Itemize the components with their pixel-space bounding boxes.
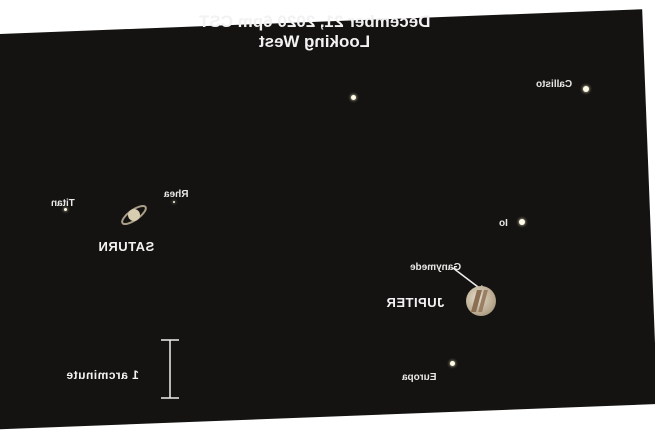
title-direction: Looking West: [259, 32, 371, 51]
callisto-label: Callisto: [536, 79, 573, 90]
rhea-moon: [173, 201, 175, 203]
jupiter-label: JUPITER: [386, 295, 445, 310]
europa-label: Europa: [402, 372, 437, 383]
rhea-label: Rhea: [164, 189, 189, 200]
io-moon: [519, 219, 525, 225]
scale-bar: [161, 339, 179, 399]
titan-label: Titan: [51, 198, 75, 209]
titan-moon: [64, 208, 67, 211]
jupiter-planet: [466, 286, 496, 316]
title-block: December 21, 2020 6pm CST Looking West: [170, 12, 460, 52]
saturn-planet: [121, 204, 147, 226]
europa-moon: [450, 361, 455, 366]
saturn-label: SATURN: [98, 239, 155, 254]
star: [351, 95, 356, 100]
scale-label: 1 arcminute: [66, 368, 139, 382]
io-label: Io: [499, 218, 508, 229]
callisto-moon: [583, 86, 589, 92]
title-date: December 21, 2020 6pm CST: [199, 12, 431, 31]
